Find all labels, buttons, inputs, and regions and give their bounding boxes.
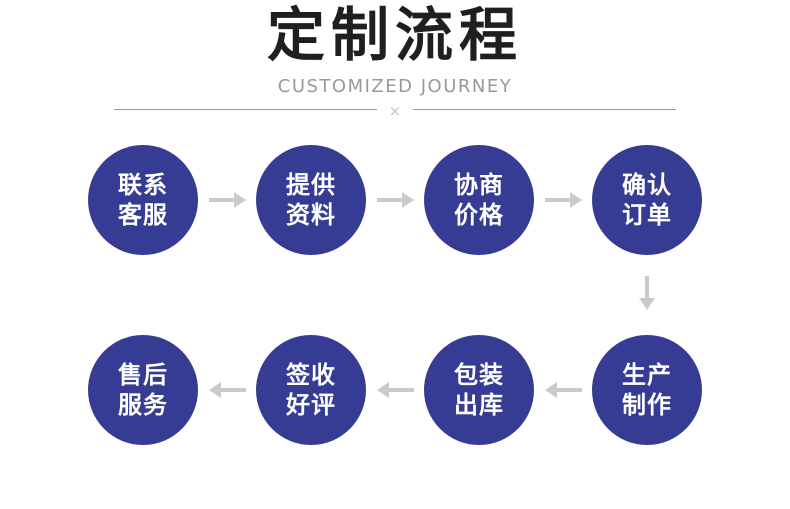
arrow-right-icon xyxy=(376,192,414,208)
page-title: 定制流程 xyxy=(266,1,523,69)
step-label-line: 协商 xyxy=(454,171,504,199)
step-label-line: 订单 xyxy=(622,201,672,229)
flow-row-bottom: 售后 服务 签收 好评 包装 出库 生产 制作 xyxy=(88,335,702,445)
step-sign-review: 签收 好评 xyxy=(256,335,366,445)
step-packing-shipment: 包装 出库 xyxy=(424,335,534,445)
step-label-line: 提供 xyxy=(286,171,336,199)
arrow-left-icon xyxy=(208,382,246,398)
arrow-down-icon xyxy=(635,276,659,310)
arrow-right-icon xyxy=(544,192,582,208)
step-label-line: 好评 xyxy=(286,391,336,419)
step-label-line: 服务 xyxy=(118,391,168,419)
divider-line-left xyxy=(114,108,377,110)
arrow-left-icon xyxy=(544,382,582,398)
flow-row-top: 联系 客服 提供 资料 协商 价格 确认 订单 xyxy=(88,145,702,255)
step-contact-service: 联系 客服 xyxy=(88,145,198,255)
x-mark-icon: × xyxy=(388,101,402,120)
step-label-line: 价格 xyxy=(454,201,504,229)
arrow-right-icon xyxy=(208,192,246,208)
step-label-line: 签收 xyxy=(286,361,336,389)
divider: × xyxy=(114,100,677,120)
step-label-line: 生产 xyxy=(622,361,672,389)
step-label-line: 包装 xyxy=(454,361,504,389)
arrow-left-icon xyxy=(376,382,414,398)
step-label-line: 制作 xyxy=(622,391,672,419)
step-label-line: 资料 xyxy=(286,201,336,229)
step-after-sales: 售后 服务 xyxy=(88,335,198,445)
step-label-line: 客服 xyxy=(118,201,168,229)
step-label-line: 确认 xyxy=(622,171,672,199)
step-production: 生产 制作 xyxy=(592,335,702,445)
page-subtitle: CUSTOMIZED JOURNEY xyxy=(277,76,513,97)
step-negotiate-price: 协商 价格 xyxy=(424,145,534,255)
step-provide-materials: 提供 资料 xyxy=(256,145,366,255)
step-label-line: 联系 xyxy=(118,171,168,199)
divider-line-right xyxy=(413,108,677,110)
step-label-line: 出库 xyxy=(454,391,504,419)
step-label-line: 售后 xyxy=(118,361,168,389)
step-confirm-order: 确认 订单 xyxy=(592,145,702,255)
